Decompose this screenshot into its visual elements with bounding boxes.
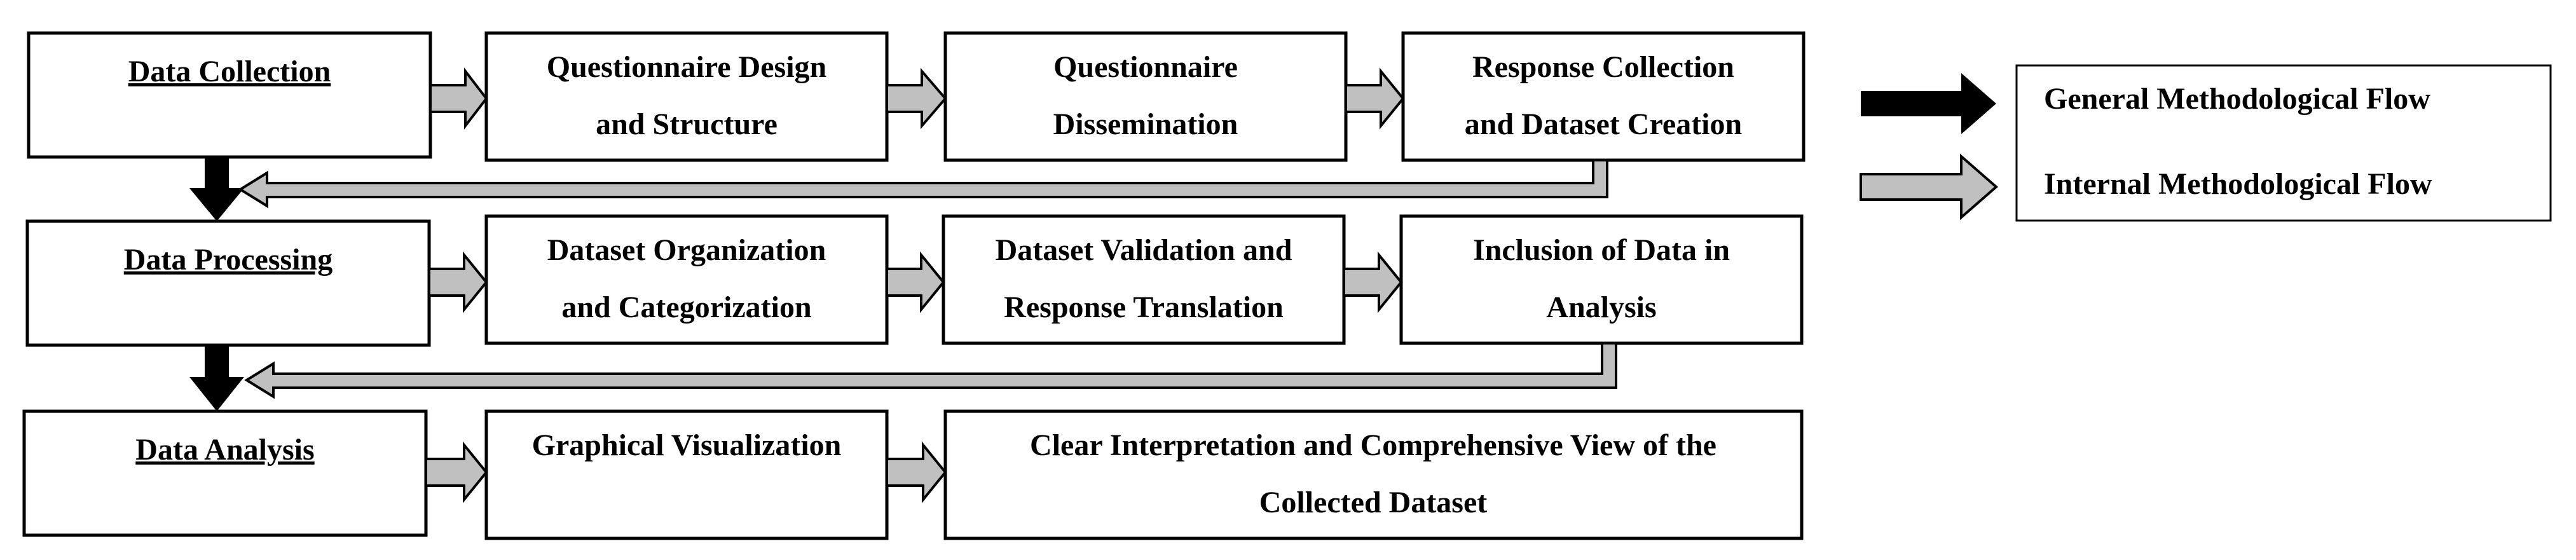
internal-arrow-icon [886, 441, 947, 503]
step-box [943, 31, 1348, 162]
step-text-line1: Dataset Organization [547, 233, 826, 267]
step-box [1399, 214, 1804, 345]
step-response-collection: Response Collection and Dataset Creation [1401, 31, 1805, 162]
legend-box [2015, 64, 2552, 222]
step-box [484, 409, 889, 540]
step-box [943, 409, 1804, 540]
internal-arrow-icon [886, 67, 947, 130]
step-text-line2: Collected Dataset [1259, 486, 1488, 519]
step-text-line2: Response Translation [1004, 290, 1284, 324]
step-text-line1: Clear Interpretation and Comprehensive V… [1030, 428, 1716, 462]
stage-data-processing: Data Processing [25, 219, 431, 347]
legend: General Methodological Flow Internal Met… [1860, 64, 2552, 222]
stage-box-data-processing [25, 219, 431, 347]
step-text-line2: and Dataset Creation [1465, 107, 1742, 141]
step-text-line1: Inclusion of Data in [1473, 233, 1730, 267]
stage-label-data-collection: Data Collection [128, 55, 331, 88]
return-arrow-icon [244, 342, 1617, 399]
internal-arrow-icon [429, 67, 488, 130]
step-text-line2: and Structure [596, 107, 778, 141]
legend-general-arrow-icon [1861, 73, 1996, 134]
step-questionnaire-design: Questionnaire Design and Structure [484, 31, 889, 162]
internal-arrows [238, 67, 1617, 503]
step-text-line1: Response Collection [1472, 50, 1734, 84]
stage-box-data-analysis [22, 409, 428, 537]
stage-label-data-analysis: Data Analysis [135, 433, 314, 467]
step-text-line1: Graphical Visualization [532, 428, 842, 462]
step-text-line2: Analysis [1546, 290, 1656, 324]
legend-internal-arrow-icon [1860, 153, 1999, 221]
step-text-line1: Questionnaire [1053, 50, 1238, 84]
step-dataset-organization: Dataset Organization and Categorization [484, 214, 889, 345]
stage-data-analysis: Data Analysis [22, 409, 428, 537]
step-graphical-visualization: Graphical Visualization [484, 409, 889, 540]
general-arrow-down-icon [189, 157, 244, 221]
step-box [484, 31, 889, 162]
internal-arrow-icon [1343, 251, 1403, 313]
stage-data-collection: Data Collection [27, 31, 432, 159]
step-box [1401, 31, 1805, 162]
step-text-line1: Dataset Validation and [996, 233, 1292, 267]
legend-internal-label: Internal Methodological Flow [2044, 167, 2432, 201]
step-text-line2: and Categorization [561, 290, 811, 324]
general-arrow-down-icon [189, 345, 244, 411]
step-text-line1: Questionnaire Design [547, 50, 826, 84]
step-box [942, 214, 1346, 345]
step-dataset-validation: Dataset Validation and Response Translat… [942, 214, 1346, 345]
internal-arrow-icon [886, 251, 945, 313]
stage-box-data-collection [27, 31, 432, 159]
stage-label-data-processing: Data Processing [124, 243, 332, 277]
step-inclusion-of-data: Inclusion of Data in Analysis [1399, 214, 1804, 345]
general-arrows [189, 157, 244, 411]
step-clear-interpretation: Clear Interpretation and Comprehensive V… [943, 409, 1804, 540]
return-arrow-icon [238, 159, 1608, 208]
internal-arrow-icon [425, 441, 488, 503]
internal-arrow-icon [1345, 67, 1405, 130]
legend-general-label: General Methodological Flow [2044, 82, 2430, 116]
step-questionnaire-dissemination: Questionnaire Dissemination [943, 31, 1348, 162]
step-text-line2: Dissemination [1053, 107, 1238, 141]
internal-arrow-icon [428, 251, 488, 313]
